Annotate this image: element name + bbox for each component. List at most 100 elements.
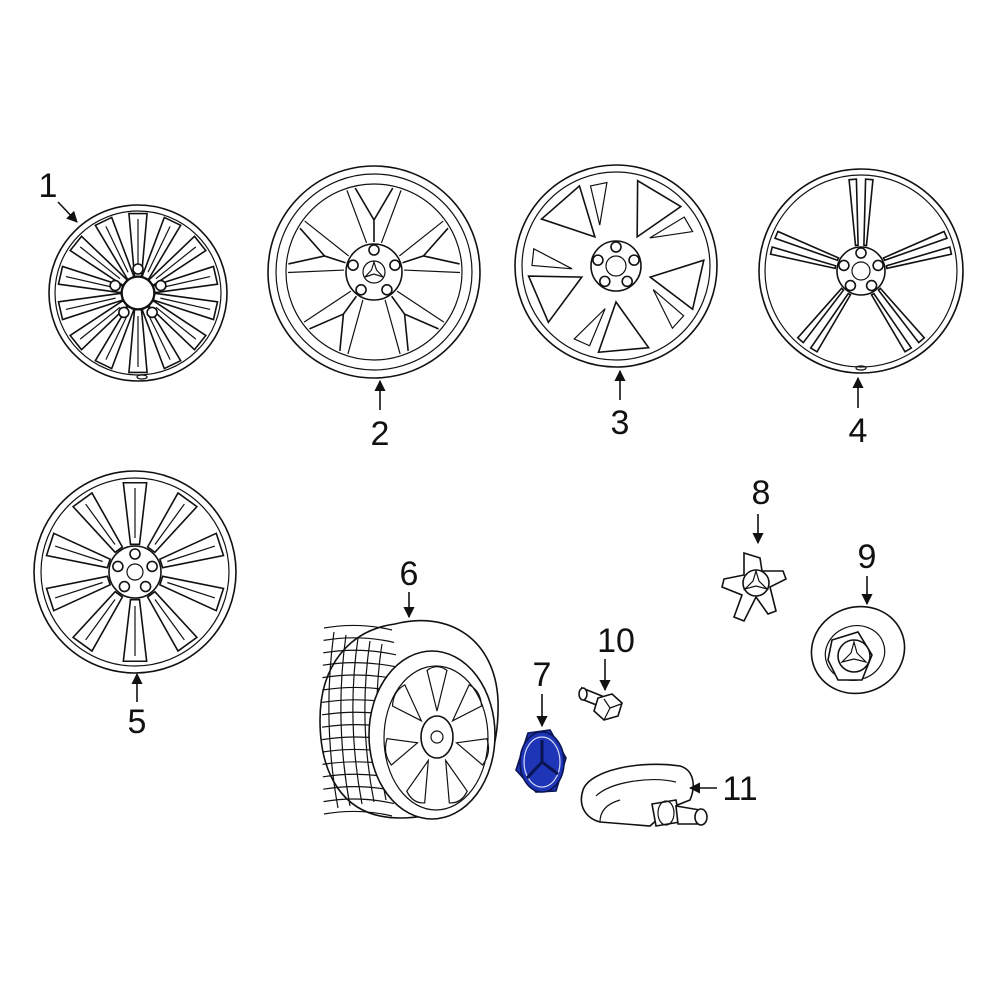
spoke-groove [167,545,216,563]
callout-9: 9 [858,538,877,576]
wheel-4[interactable]: 4 [758,168,964,450]
lug-hole [146,560,158,573]
double-spoke [796,287,845,344]
lug-hole [118,306,130,319]
spoke-pocket-small [531,247,573,270]
spoke-groove [105,313,129,360]
double-spoke [769,245,837,270]
double-spoke [809,292,852,353]
lug-hole [599,275,611,288]
lug-hole [855,247,867,259]
lug-hole [112,560,124,573]
wheel-5[interactable]: 5 [33,470,237,741]
callout-1: 1 [39,167,58,205]
spoke-pocket [539,184,597,239]
five-double-spoke-wheel-icon [758,168,964,374]
spoke-groove [154,599,185,641]
y-spoke-edge [303,290,364,355]
double-spoke [848,178,859,247]
spoke-groove [154,503,185,545]
y-spoke [309,295,358,352]
lug-hole [368,244,380,256]
twin-spoke-wheel-icon [514,164,718,368]
tpms-sensor-11[interactable]: 11 [580,763,758,827]
tread-line [323,624,393,631]
double-spoke [882,230,949,262]
center-cap-7[interactable]: 7 [515,656,567,793]
lug-hole [146,306,158,319]
tread-line [323,649,397,656]
spoke-groove [65,297,116,311]
y-spoke [354,187,394,242]
tread-line [323,798,395,805]
lug-hole [844,279,857,292]
leader-1 [57,201,78,223]
tire-icon [319,619,499,820]
y-spoke-edge [398,220,461,274]
tpms-sensor-icon [580,763,708,827]
lug-hole [355,283,367,296]
callout-11: 11 [722,770,757,808]
callout-2: 2 [371,415,390,453]
lug-hole [109,279,121,292]
lug-hole [389,259,401,272]
lug-hole [139,580,152,593]
spoke-groove [147,226,171,273]
wheel-3[interactable]: 3 [514,164,718,442]
lug-hole [592,254,604,266]
double-spoke [773,230,840,262]
spoke-pocket-small [573,308,606,347]
multi-spoke-wheel-icon [48,204,228,382]
spoke-groove [54,545,103,563]
tire-wheel-spoke [384,737,419,766]
wheel-2[interactable]: 2 [267,165,481,453]
tread-line [323,810,393,817]
wheel-1[interactable]: 1 [39,167,228,382]
callout-8: 8 [752,474,771,512]
spoke-groove [79,246,121,280]
callout-7: 7 [533,656,552,694]
spoke-pocket [597,300,651,354]
y-spoke-edge [384,290,445,355]
hub-cap-icon [810,605,906,695]
callout-6: 6 [400,555,419,593]
lug-hole [610,241,622,253]
spoke-pocket [527,275,584,324]
callout-4: 4 [849,412,868,450]
lug-hole [865,279,878,292]
tire-wheel-spoke [444,758,468,804]
double-spoke [870,292,913,353]
insert-8[interactable]: 8 [721,474,788,623]
hub-cap-9[interactable]: 9 [799,538,917,706]
tread-line [322,662,399,668]
y-spoke [402,227,460,265]
spoke-groove [155,246,197,280]
double-spoke [877,287,926,344]
tire-wheel-spoke [455,737,490,766]
spoke-pocket [648,259,705,311]
wheel-bolt-icon [578,686,623,721]
lug-hole [621,275,633,288]
y-spoke-edge [287,220,350,274]
spoke-groove [79,306,121,340]
bolt-10[interactable]: 10 [578,622,635,721]
tread-groove [340,634,351,807]
spoke-pocket-small [589,181,608,226]
center-cap-icon [515,729,567,793]
callout-10: 10 [597,622,635,660]
tread-line [323,637,395,643]
lug-hole [381,283,393,296]
tire-6[interactable]: 6 [319,555,499,820]
ten-spoke-wheel-icon [33,470,237,674]
lug-hole [132,263,144,275]
tread-groove [328,631,339,809]
lug-hole [347,259,359,272]
spoke-groove [85,503,116,545]
tread-groove [352,637,363,805]
spoke-pocket [636,179,683,239]
spoke-groove [160,297,211,311]
tire-wheel-spoke [451,684,483,723]
y-spoke [288,227,346,265]
spoke-groove [167,581,216,599]
